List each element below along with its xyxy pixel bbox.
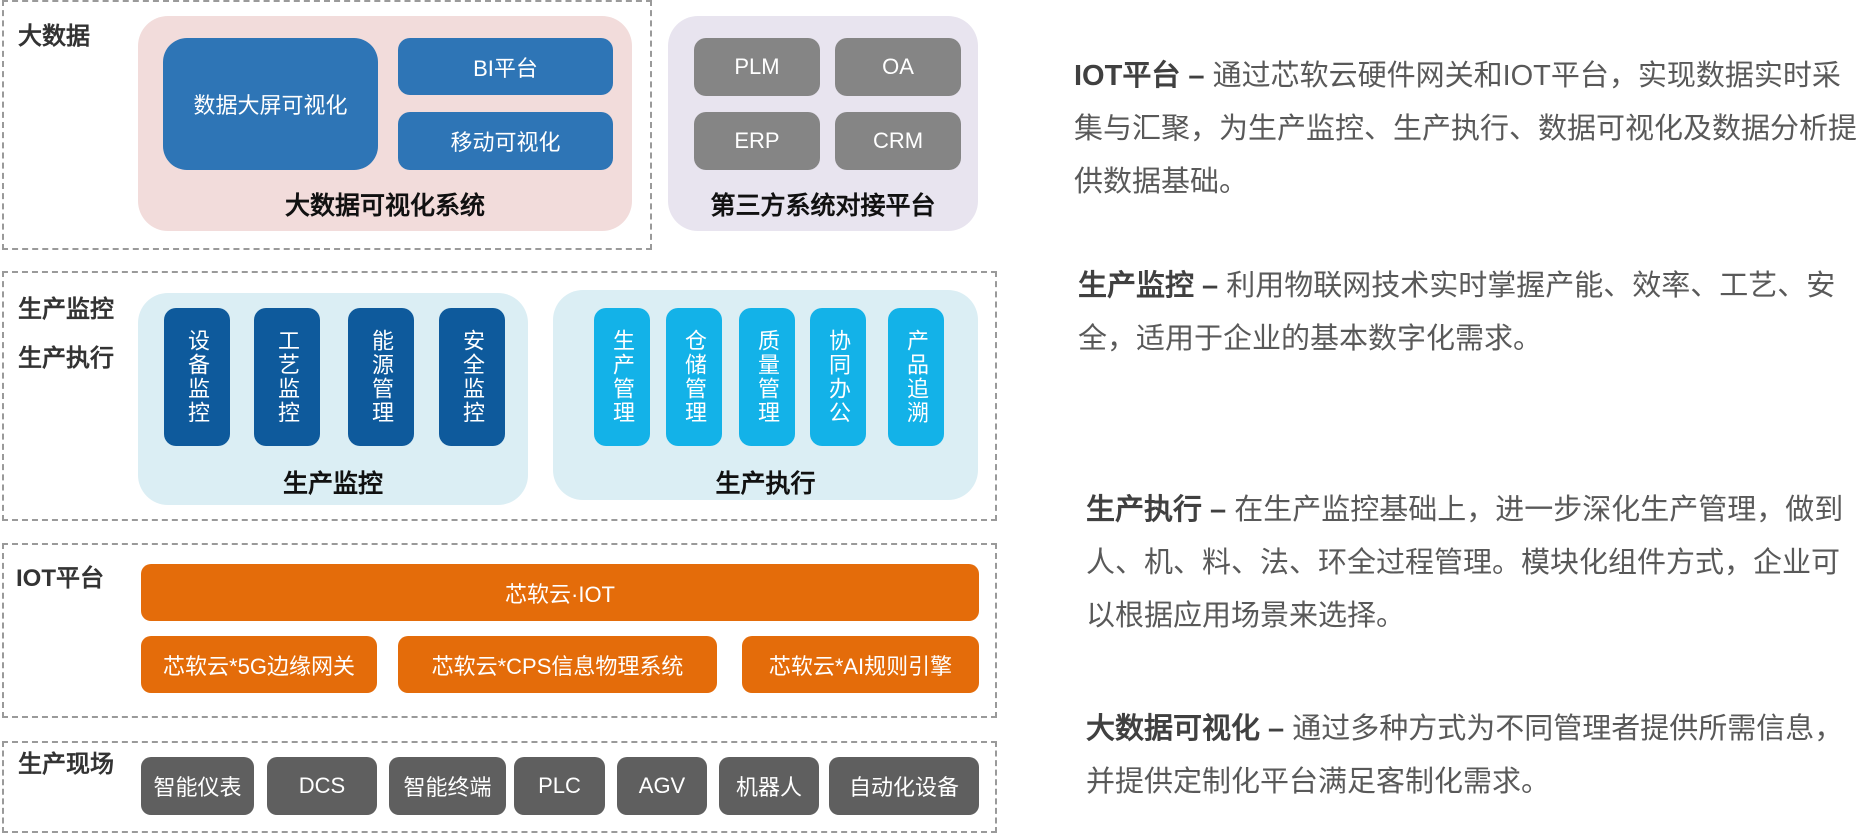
monitor-panel-title: 生产监控 xyxy=(282,470,383,498)
mobile-visualization-box: 移动可视化 xyxy=(398,112,613,170)
description-monitor: 生产监控 – 利用物联网技术实时掌握产能、效率、工艺、安全，适用于企业的基本数字… xyxy=(1078,260,1864,366)
exec-item-label: 生产管理 xyxy=(610,329,635,425)
exec-item-production: 生产管理 xyxy=(594,308,650,446)
bi-platform-box: BI平台 xyxy=(398,38,613,95)
description-term: 生产执行 – xyxy=(1086,494,1227,526)
description-exec: 生产执行 – 在生产监控基础上，进一步深化生产管理，做到人、机、料、法、环全过程… xyxy=(1086,484,1846,643)
description-term: 生产监控 – xyxy=(1078,270,1219,302)
monitor-item-label: 工艺监控 xyxy=(275,329,300,425)
layer-iot xyxy=(2,543,997,718)
plm-box: PLM xyxy=(694,38,820,96)
crm-box: CRM xyxy=(835,112,961,170)
field-item-dcs: DCS xyxy=(267,757,377,815)
monitor-item-energy: 能源管理 xyxy=(348,308,414,446)
exec-panel-title: 生产执行 xyxy=(715,470,816,498)
erp-box: ERP xyxy=(694,112,820,170)
layer-label-monitor: 生产监控 xyxy=(18,296,114,323)
layer-monitor-exec xyxy=(2,271,997,521)
layer-label-exec: 生产执行 xyxy=(18,345,114,372)
description-bigdata: 大数据可视化 – 通过多种方式为不同管理者提供所需信息，并提供定制化平台满足客制… xyxy=(1086,703,1866,809)
exec-item-label: 仓储管理 xyxy=(682,329,707,425)
field-item-plc: PLC xyxy=(514,757,605,815)
description-iot: IOT平台 – 通过芯软云硬件网关和IOT平台，实现数据实时采集与汇聚，为生产监… xyxy=(1074,50,1864,209)
description-text: 利用物联网技术实时掌握产能、效率、工艺、安全，适用于企业的基本数字化需求。 xyxy=(1078,270,1836,355)
bigdata-panel-title: 大数据可视化系统 xyxy=(284,192,485,220)
monitor-item-equipment: 设备监控 xyxy=(164,308,230,446)
thirdparty-panel-title: 第三方系统对接平台 xyxy=(710,192,936,220)
exec-item-label: 质量管理 xyxy=(755,329,780,425)
monitor-item-label: 安全监控 xyxy=(460,329,485,425)
field-item-robot: 机器人 xyxy=(719,757,819,815)
exec-item-label: 协同办公 xyxy=(826,329,851,425)
description-text: 通过芯软云硬件网关和IOT平台，实现数据实时采集与汇聚，为生产监控、生产执行、数… xyxy=(1074,60,1858,198)
exec-item-quality: 质量管理 xyxy=(739,308,795,446)
description-term: 大数据可视化 – xyxy=(1086,713,1285,745)
dashboard-visualization-box: 数据大屏可视化 xyxy=(163,38,378,170)
description-text: 通过多种方式为不同管理者提供所需信息，并提供定制化平台满足客制化需求。 xyxy=(1086,713,1844,798)
monitor-item-process: 工艺监控 xyxy=(254,308,320,446)
layer-label-field: 生产现场 xyxy=(18,751,114,778)
exec-item-warehouse: 仓储管理 xyxy=(666,308,722,446)
layer-label-bigdata: 大数据 xyxy=(18,23,90,50)
description-term: IOT平台 – xyxy=(1074,60,1205,92)
monitor-item-label: 设备监控 xyxy=(185,329,210,425)
iot-5g-gateway-box: 芯软云*5G边缘网关 xyxy=(141,636,377,693)
layer-bigdata xyxy=(2,0,652,250)
monitor-item-safety: 安全监控 xyxy=(439,308,505,446)
layer-label-iot: IOT平台 xyxy=(16,565,104,592)
oa-box: OA xyxy=(835,38,961,96)
iot-ai-engine-box: 芯软云*AI规则引擎 xyxy=(742,636,979,693)
field-item-smart-terminal: 智能终端 xyxy=(389,757,506,815)
exec-item-traceability: 产品追溯 xyxy=(888,308,944,446)
description-text: 在生产监控基础上，进一步深化生产管理，做到人、机、料、法、环全过程管理。模块化组… xyxy=(1086,494,1844,632)
field-item-automation: 自动化设备 xyxy=(829,757,979,815)
monitor-item-label: 能源管理 xyxy=(369,329,394,425)
field-item-smart-meter: 智能仪表 xyxy=(141,757,254,815)
exec-item-collaboration: 协同办公 xyxy=(810,308,866,446)
field-item-agv: AGV xyxy=(617,757,707,815)
iot-main-box: 芯软云·IOT xyxy=(141,564,979,621)
exec-item-label: 产品追溯 xyxy=(904,329,929,425)
iot-cps-box: 芯软云*CPS信息物理系统 xyxy=(398,636,717,693)
